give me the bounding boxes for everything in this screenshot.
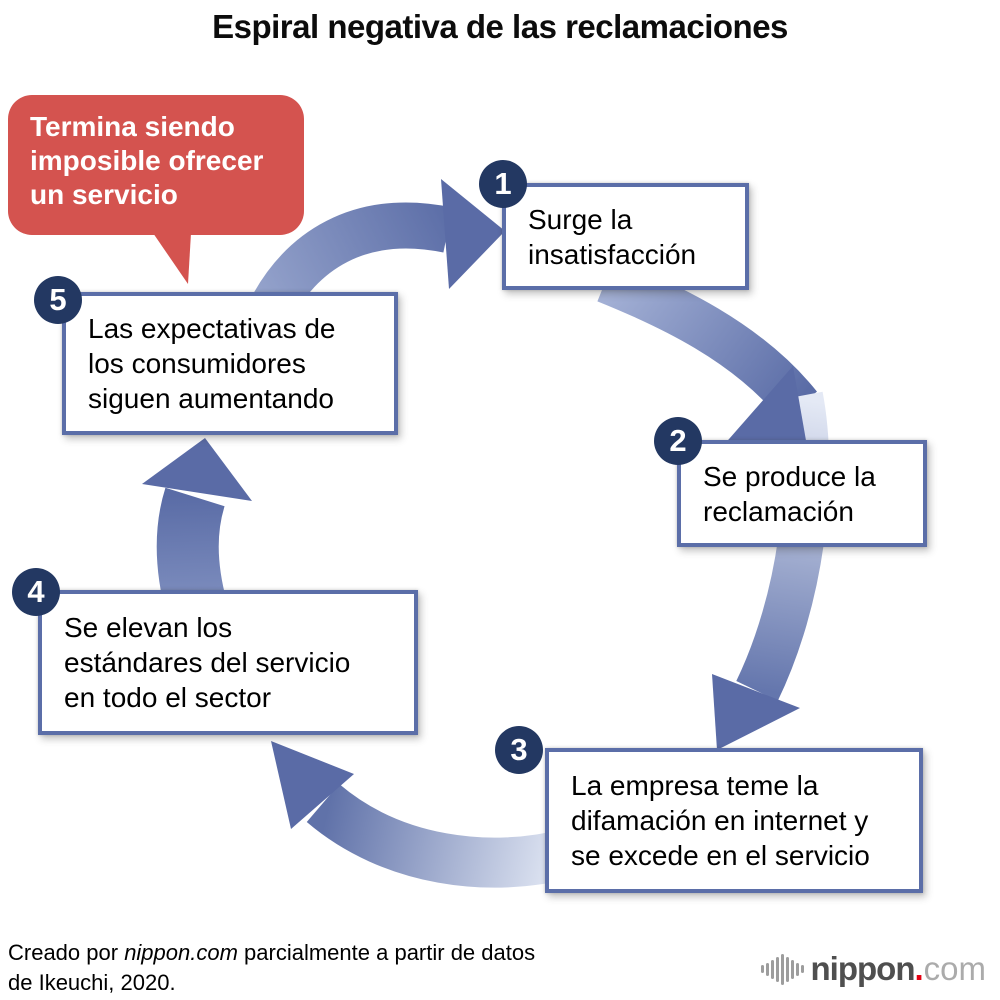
step-box-3: 3 La empresa teme la difamación en inter… — [495, 726, 923, 893]
logo-tld-text: com — [923, 950, 986, 987]
logo-dot: . — [914, 950, 924, 987]
credit-suffix: parcialmente a partir de datos — [237, 940, 536, 965]
step-box-2: 2 Se produce la reclamación — [654, 417, 927, 547]
step-label: Se produce la reclamación — [703, 460, 876, 527]
step-label: Surge la insatisfacción — [528, 203, 697, 270]
soundwave-icon — [760, 952, 804, 986]
arrowhead-4-to-5 — [142, 438, 252, 501]
callout-bubble: Termina siendo imposible ofrecer un serv… — [8, 95, 304, 235]
nippon-logo: nippon.com — [760, 950, 986, 988]
callout-tail — [153, 233, 191, 284]
credit-line2: de Ikeuchi, 2020. — [8, 970, 176, 995]
arrowhead-2-to-3 — [712, 674, 800, 750]
step-label: Las expectativas de los consumidores sig… — [88, 313, 336, 414]
step-label: Se elevan los estándares del servicio en… — [64, 612, 351, 713]
arrow-band-5-to-1 — [247, 202, 453, 326]
arrow-band-1-to-2 — [597, 258, 817, 421]
step-number-badge: 2 — [654, 417, 702, 465]
step-box-5: 5 Las expectativas de los consumidores s… — [34, 276, 398, 435]
step-number-badge: 1 — [479, 160, 527, 208]
step-label: La empresa teme la difamación en interne… — [571, 770, 870, 871]
source-credit: Creado por nippon.com parcialmente a par… — [8, 938, 568, 998]
arrowhead-1-to-2 — [722, 366, 808, 452]
step-number-badge: 3 — [495, 726, 543, 774]
page-title: Espiral negativa de las reclamaciones — [212, 8, 788, 45]
credit-source: nippon.com — [124, 940, 238, 965]
step-box-1: 1 Surge la insatisfacción — [479, 160, 749, 290]
logo-brand-text: nippon — [810, 950, 916, 987]
arrowhead-3-to-4 — [271, 741, 354, 829]
credit-prefix: Creado por — [8, 940, 125, 965]
arrow-band-3-to-4 — [306, 783, 577, 888]
step-number-badge: 4 — [12, 568, 60, 616]
step-number-badge: 5 — [34, 276, 82, 324]
arrowhead-5-to-1 — [441, 179, 505, 289]
step-box-4: 4 Se elevan los estándares del servicio … — [12, 568, 418, 735]
